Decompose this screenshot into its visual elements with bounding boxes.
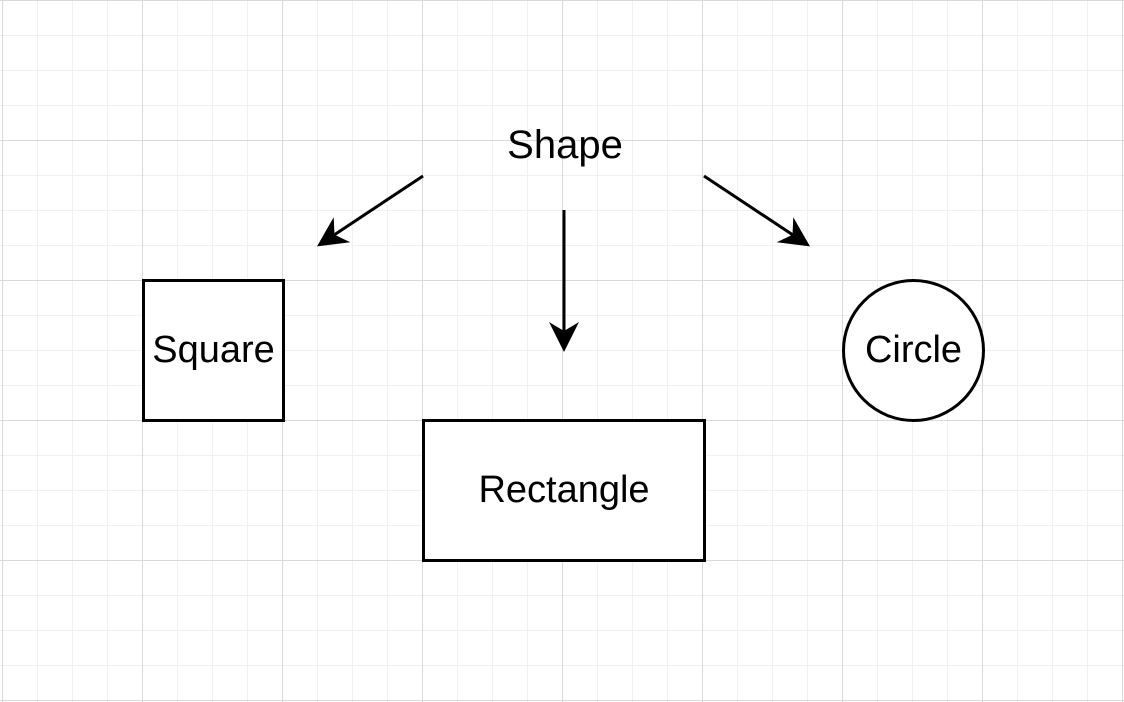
- node-rectangle-label: Rectangle: [478, 469, 650, 511]
- edge-shape-to-circle[interactable]: [703, 174, 810, 247]
- node-circle[interactable]: Circle: [842, 279, 985, 422]
- node-circle-label: Circle: [864, 329, 963, 371]
- edge-shape-to-square[interactable]: [317, 174, 424, 247]
- root-node-label[interactable]: Shape: [507, 122, 623, 167]
- node-square[interactable]: Square: [142, 279, 285, 422]
- node-rectangle[interactable]: Rectangle: [422, 419, 706, 562]
- node-square-label: Square: [152, 329, 275, 371]
